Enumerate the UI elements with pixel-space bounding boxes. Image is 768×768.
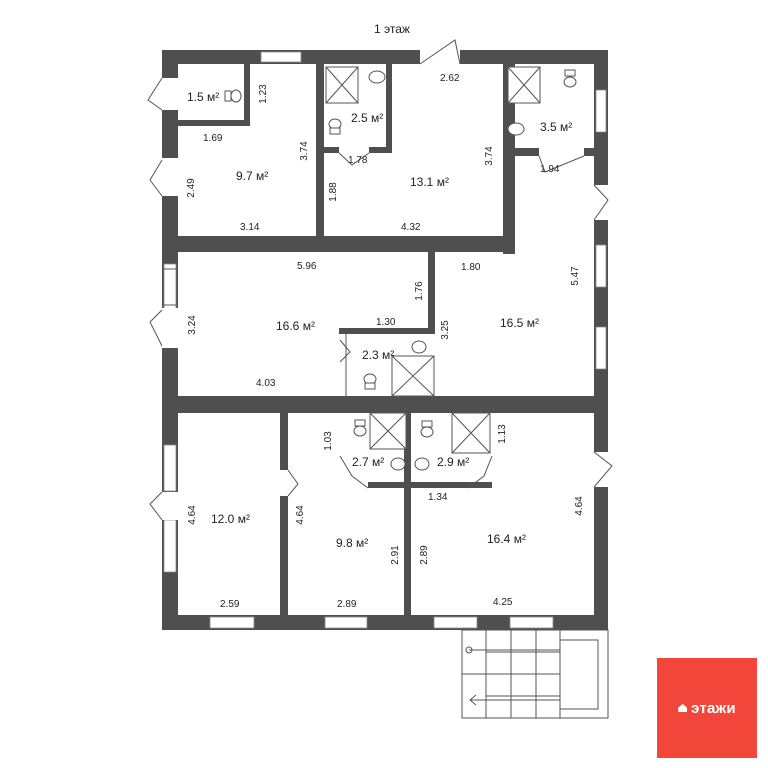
- room-area-bath-low-b: 2.9 м²: [437, 455, 469, 469]
- room-area-room-bottom-right: 16.4 м²: [487, 532, 526, 546]
- room-area-room-top-left: 9.7 м²: [236, 169, 268, 183]
- dimension-label: 2.91: [390, 545, 401, 565]
- dimension-label: 1.13: [497, 424, 508, 444]
- fixtures: [224, 66, 577, 471]
- room-area-room-bottom-left: 12.0 м²: [211, 512, 250, 526]
- room-area-room-top-mid: 13.1 м²: [410, 175, 449, 189]
- room-area-wc-top-left: 1.5 м²: [187, 90, 219, 104]
- room-area-bath-top-right: 3.5 м²: [540, 120, 572, 134]
- dimension-label: 1.69: [203, 133, 223, 144]
- dimension-label: 4.64: [574, 496, 585, 516]
- doors: [147, 39, 613, 521]
- dimension-label: 1.30: [376, 317, 396, 328]
- dimension-label: 1.34: [428, 492, 448, 503]
- dimension-label: 2.89: [337, 599, 357, 610]
- dimension-label: 2.89: [419, 545, 430, 565]
- dimension-label: 5.96: [297, 261, 317, 272]
- dimension-label: 3.24: [187, 315, 198, 335]
- room-area-hall-left: 16.6 м²: [276, 319, 315, 333]
- dimension-label: 4.25: [493, 597, 513, 608]
- dimension-label: 1.80: [461, 262, 481, 273]
- dimension-label: 1.78: [348, 155, 368, 166]
- brand-name: этажи: [691, 699, 736, 717]
- dimension-label: 4.32: [401, 222, 421, 233]
- inner-walls: [178, 64, 594, 615]
- room-area-bath-top-mid: 2.5 м²: [351, 111, 383, 125]
- outer-walls: [162, 50, 608, 630]
- room-area-room-bottom-mid: 9.8 м²: [336, 536, 368, 550]
- dimension-label: 3.74: [484, 146, 495, 166]
- room-area-bath-center: 2.3 м²: [362, 348, 394, 362]
- dimension-label: 4.03: [256, 378, 276, 389]
- dimension-label: 2.49: [186, 178, 197, 198]
- windows: [163, 51, 607, 629]
- dimension-label: 2.59: [220, 599, 240, 610]
- dimension-label: 5.47: [570, 266, 581, 286]
- dimension-labels: 1.23 1.69 3.74 2.49 3.14 1.78 1.88 2.62 …: [186, 73, 585, 610]
- staircase[interactable]: [461, 629, 609, 719]
- floor-title: 1 этаж: [374, 22, 410, 36]
- dimension-label: 1.88: [328, 182, 339, 202]
- house-icon: [678, 704, 688, 712]
- dimension-label: 4.64: [295, 505, 306, 525]
- dimension-label: 1.03: [323, 431, 334, 451]
- room-areas: 1.5 м² 9.7 м² 2.5 м² 13.1 м² 3.5 м² 16.6…: [187, 90, 572, 550]
- dimension-label: 3.14: [240, 222, 260, 233]
- dimension-label: 1.23: [258, 84, 269, 104]
- dimension-label: 3.74: [299, 141, 310, 161]
- room-area-hall-right: 16.5 м²: [500, 316, 539, 330]
- dimension-label: 3.25: [440, 320, 451, 340]
- brand-logo: этажи: [657, 658, 757, 758]
- dimension-label: 1.94: [540, 164, 560, 175]
- dimension-label: 2.62: [440, 73, 460, 84]
- dimension-label: 1.76: [414, 281, 425, 301]
- dimension-label: 4.64: [187, 505, 198, 525]
- room-area-bath-low-a: 2.7 м²: [352, 455, 384, 469]
